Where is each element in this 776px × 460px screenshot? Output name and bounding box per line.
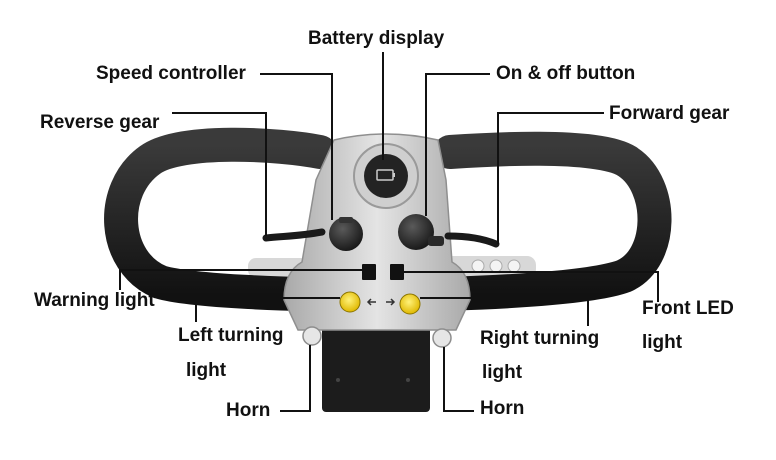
leader-forward-gear <box>497 112 604 244</box>
leader-on-off-button <box>425 73 490 216</box>
column-screw <box>406 378 410 382</box>
label-front-led-line2: light <box>642 332 683 353</box>
reverse-gear-lever[interactable] <box>262 228 326 242</box>
left-turning-button[interactable] <box>339 291 361 313</box>
label-left-turning-line1: Left turning <box>178 325 284 346</box>
speed-controller-ridge <box>339 217 353 223</box>
on-off-key-switch[interactable] <box>398 214 434 250</box>
horn-button-right[interactable] <box>432 328 452 348</box>
front-led-cell <box>471 259 485 273</box>
label-on-off-button: On & off button <box>496 63 636 84</box>
label-horn-left: Horn <box>226 400 271 421</box>
leader-horn-left <box>280 345 311 412</box>
label-battery-display: Battery display <box>308 28 445 49</box>
ignition-key <box>428 236 444 246</box>
label-left-turning-line2: light <box>186 360 227 381</box>
leader-reverse-gear <box>172 112 267 236</box>
label-right-turning-line2: light <box>482 362 523 383</box>
label-reverse-gear: Reverse gear <box>40 112 160 133</box>
left-arrow-icon <box>366 298 376 306</box>
label-right-turning-line1: Right turning <box>480 328 600 349</box>
battery-icon-tip <box>393 173 395 177</box>
front-led-cell <box>489 259 503 273</box>
label-forward-gear: Forward gear <box>609 103 730 124</box>
battery-display-screen <box>364 154 408 198</box>
horn-button-left[interactable] <box>302 326 322 346</box>
leader-left-turning-light <box>195 297 340 322</box>
front-led-cell <box>507 259 521 273</box>
right-turning-button[interactable] <box>399 293 421 315</box>
warning-light-switch[interactable] <box>362 264 376 280</box>
leader-front-led-light <box>397 271 659 302</box>
label-horn-right: Horn <box>480 398 525 419</box>
forward-gear-lever[interactable] <box>444 232 500 248</box>
column-screw <box>336 378 340 382</box>
leader-right-turning-light <box>420 297 589 326</box>
leader-warning-light <box>119 269 369 290</box>
label-front-led-line1: Front LED <box>642 298 734 319</box>
label-speed-controller: Speed controller <box>96 63 246 84</box>
leader-speed-controller <box>260 73 333 220</box>
right-arrow-icon <box>386 298 396 306</box>
leader-horn-right <box>443 347 474 412</box>
speed-controller-knob[interactable] <box>329 217 363 251</box>
control-panel <box>283 133 471 331</box>
label-warning-light: Warning light <box>34 290 155 311</box>
steering-column <box>322 322 430 412</box>
